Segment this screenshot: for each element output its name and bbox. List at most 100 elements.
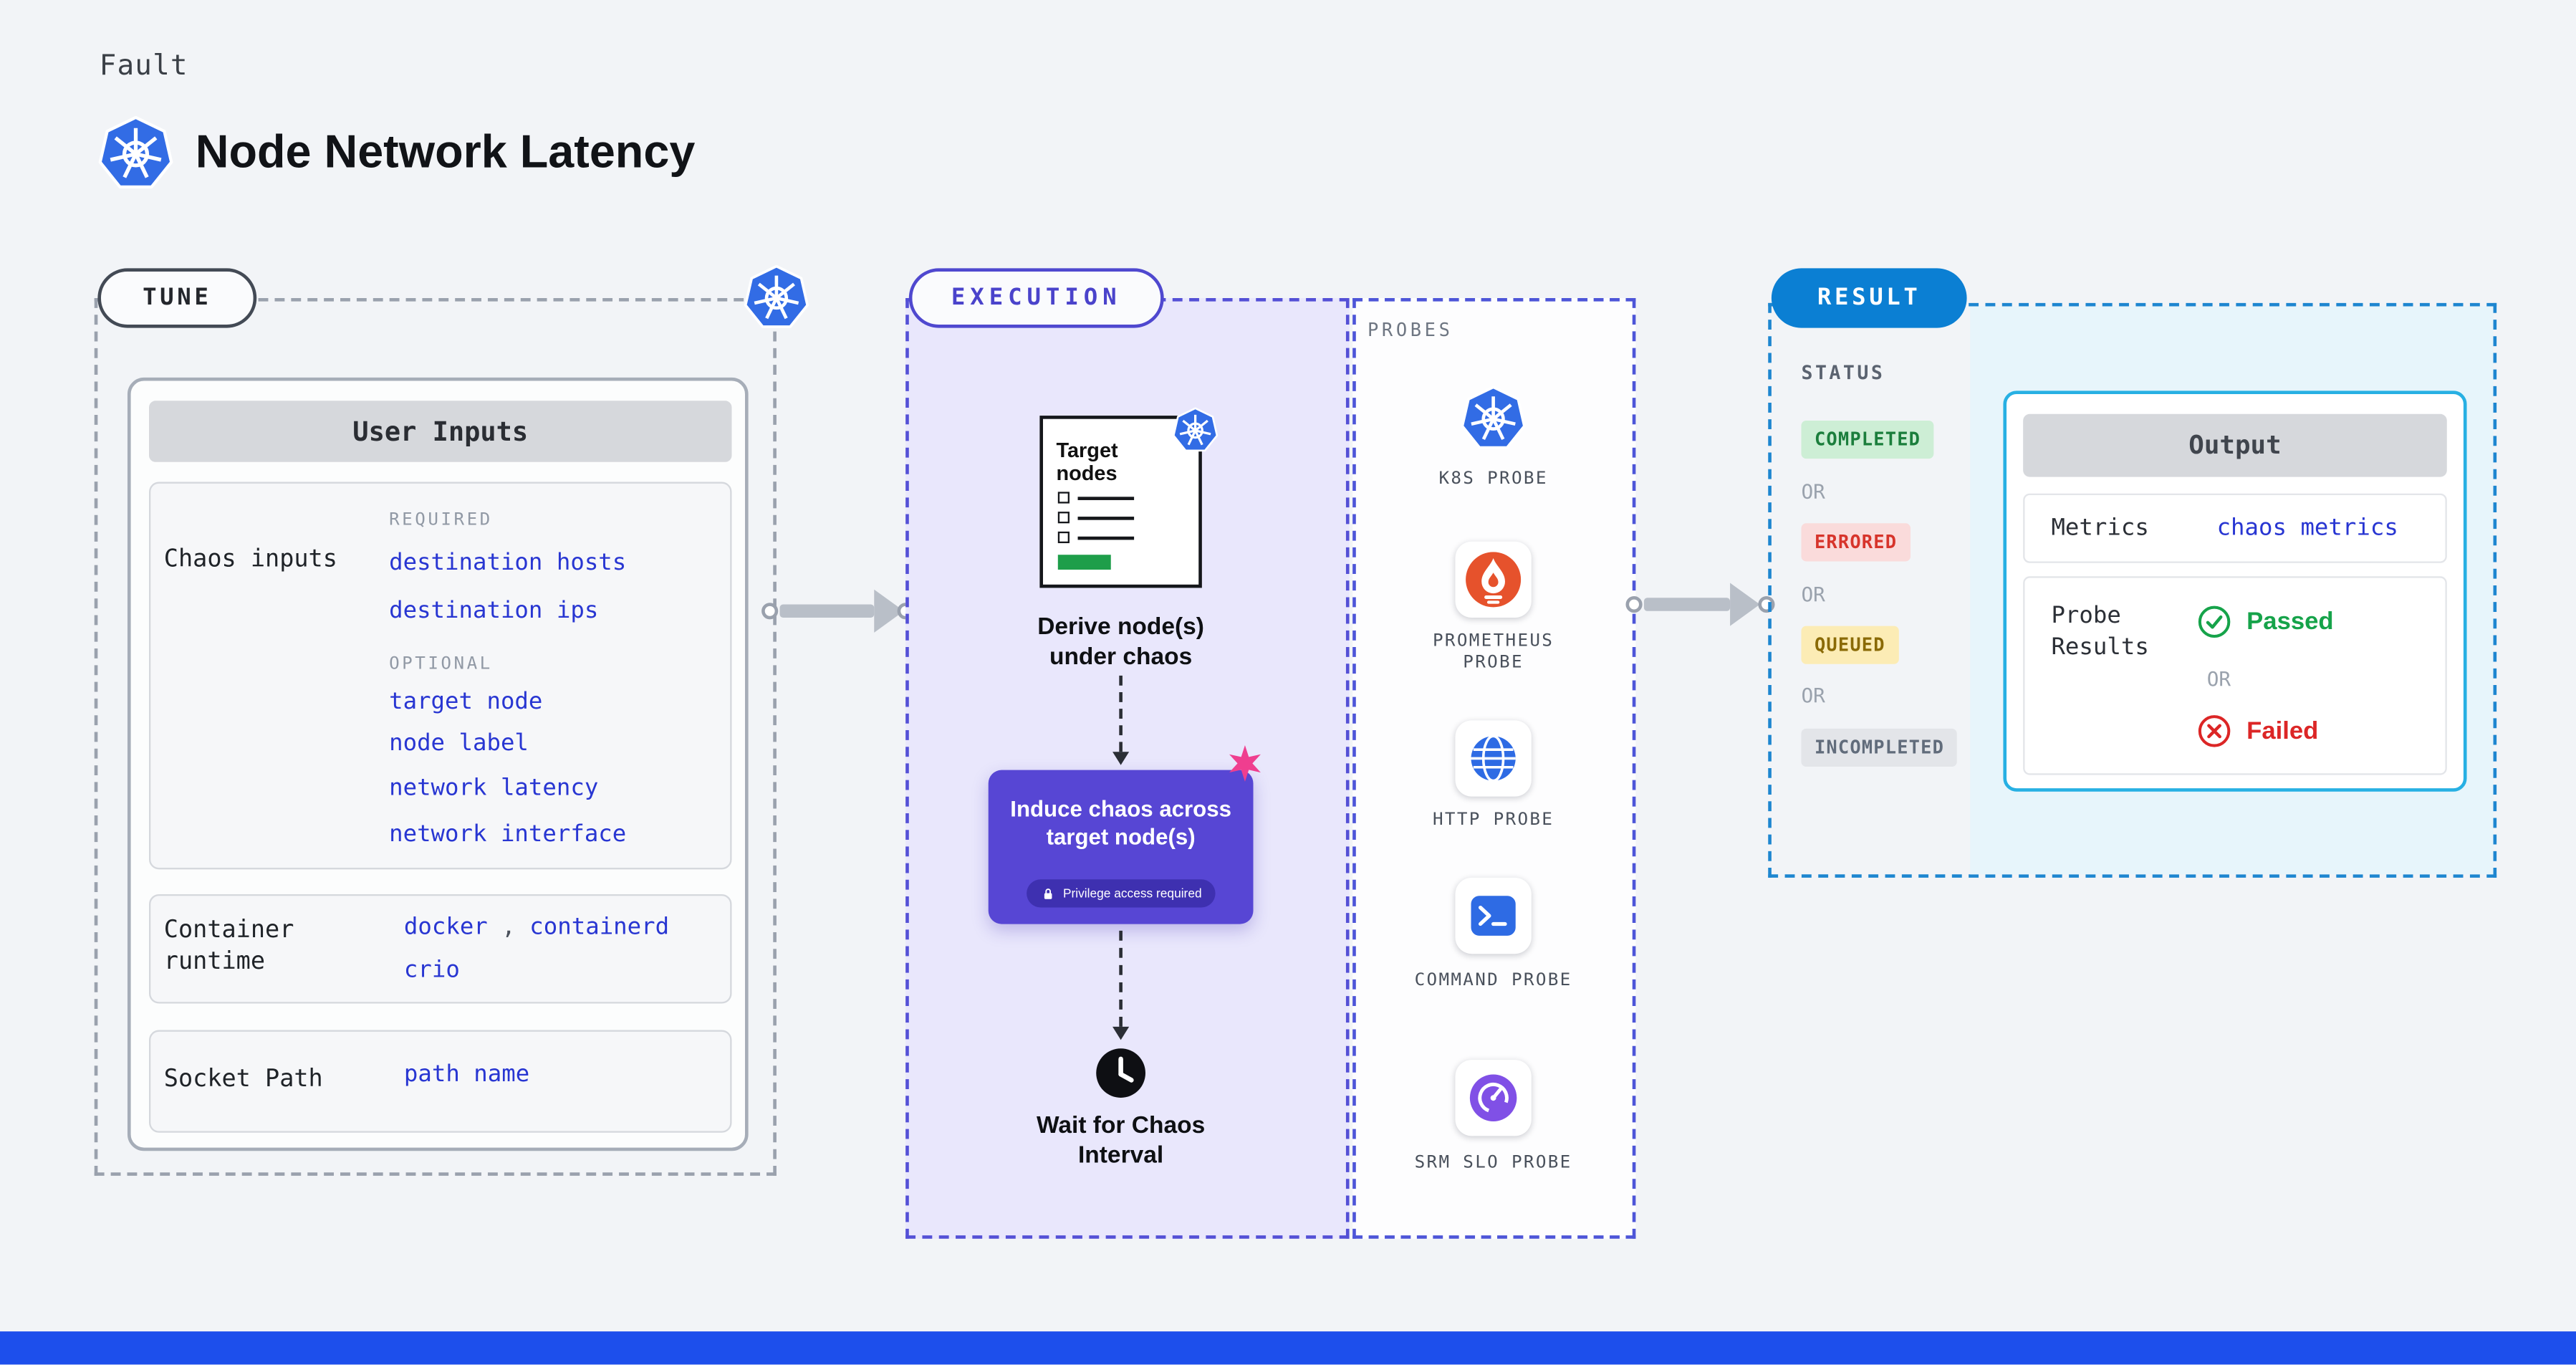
gauge-icon: [1465, 1070, 1522, 1126]
input-value: destination ips: [389, 598, 599, 625]
induce-chaos-label: Induce chaos across target node(s): [1010, 796, 1231, 850]
input-value: node label: [389, 730, 529, 757]
runtime-value: crio: [403, 957, 460, 984]
terminal-icon: [1465, 888, 1522, 944]
probe-tile: [1455, 541, 1532, 618]
metrics-row: Metrics chaos metrics: [2023, 493, 2447, 563]
probes-header: PROBES: [1367, 320, 1453, 342]
optional-tag: OPTIONAL: [389, 653, 493, 674]
line-glyph: [1077, 497, 1135, 500]
or-label: OR: [1801, 583, 1825, 606]
bottom-bar: [0, 1331, 2576, 1365]
failed-line: Failed: [2197, 714, 2319, 749]
kubernetes-icon: [1172, 408, 1219, 454]
probe-label-command: COMMAND PROBE: [1414, 970, 1572, 991]
checkbox-glyph: [1057, 531, 1070, 544]
target-nodes-illustration: Target nodes: [1039, 416, 1202, 588]
failed-label: Failed: [2246, 717, 2319, 745]
tune-pill: TUNE: [97, 268, 257, 328]
kubernetes-icon: [744, 265, 809, 331]
dotted-connector: [1119, 930, 1123, 1027]
chaos-inputs-section: Chaos inputs REQUIRED destination hosts …: [148, 482, 732, 870]
tune-panel: [94, 297, 777, 1176]
connector-dot: [1625, 595, 1643, 613]
result-panel: [1768, 302, 2497, 878]
probe-tile: [1455, 1060, 1532, 1136]
output-card: Output Metrics chaos metrics Probe Resul…: [2003, 391, 2467, 792]
probe-label-k8s: K8S PROBE: [1438, 469, 1548, 489]
arrow-shaft: [1643, 598, 1731, 611]
passed-line: Passed: [2197, 605, 2334, 640]
dotted-connector: [1119, 675, 1123, 752]
probe-tile: [1455, 720, 1532, 797]
container-runtime-section: Container runtime docker , containerd cr…: [148, 894, 732, 1004]
user-inputs-header: User Inputs: [148, 401, 732, 462]
checkbox-glyph: [1057, 492, 1070, 504]
probe-label-srm-slo: SRM SLO PROBE: [1414, 1152, 1572, 1173]
lock-icon: [1040, 885, 1057, 901]
check-circle-icon: [2197, 605, 2232, 640]
user-inputs-card: User Inputs Chaos inputs REQUIRED destin…: [127, 377, 749, 1151]
status-badge-queued: QUEUED: [1801, 626, 1899, 664]
wait-interval-label: Wait for Chaos Interval: [1037, 1113, 1206, 1169]
output-header: Output: [2023, 413, 2447, 477]
progress-bar: [1057, 555, 1111, 570]
dotted-arrow-head: [1112, 752, 1130, 765]
privilege-badge: Privilege access required: [1027, 879, 1216, 908]
checkbox-glyph: [1057, 512, 1070, 524]
probe-tile: [1455, 877, 1532, 954]
metrics-value: chaos metrics: [2216, 514, 2398, 542]
line-glyph: [1077, 517, 1135, 520]
input-value: network interface: [389, 821, 627, 848]
status-badge-incompleted: INCOMPLETED: [1801, 728, 1958, 767]
socket-path-label: Socket Path: [163, 1066, 323, 1093]
probe-label-prometheus: PROMETHEUS PROBE: [1433, 631, 1554, 673]
x-circle-icon: [2197, 714, 2232, 749]
kubernetes-icon: [97, 116, 173, 192]
passed-label: Passed: [2246, 608, 2334, 636]
target-nodes-title: Target nodes: [1056, 439, 1118, 486]
chaos-inputs-label: Chaos inputs: [163, 546, 337, 573]
connector-dot: [761, 603, 779, 620]
status-badge-completed: COMPLETED: [1801, 421, 1934, 459]
or-label: OR: [1801, 480, 1825, 504]
execution-pill-label: EXECUTION: [951, 284, 1122, 312]
or-label: OR: [1801, 684, 1825, 707]
user-inputs-header-label: User Inputs: [352, 416, 529, 447]
fault-eyebrow: Fault: [99, 49, 188, 83]
input-value: target node: [389, 689, 543, 716]
container-runtime-label: Container runtime: [163, 917, 294, 976]
metrics-label: Metrics: [2051, 514, 2149, 542]
dotted-arrow-head: [1112, 1026, 1130, 1040]
privilege-badge-label: Privilege access required: [1062, 886, 1202, 901]
socket-path-section: Socket Path path name: [148, 1030, 732, 1133]
result-pill: RESULT: [1771, 268, 1967, 328]
tune-pill-label: TUNE: [143, 284, 212, 312]
input-value: network latency: [389, 775, 599, 802]
runtime-value: docker: [403, 914, 488, 941]
probe-results-label: Probe Results: [2051, 603, 2149, 661]
probe-label-http: HTTP PROBE: [1433, 810, 1554, 830]
arrow-head: [1730, 583, 1760, 626]
input-value: destination hosts: [389, 550, 627, 577]
clock-icon: [1092, 1045, 1149, 1101]
globe-icon: [1465, 730, 1522, 787]
probe-results-row: Probe Results Passed OR Failed: [2023, 576, 2447, 775]
kubernetes-icon: [1460, 385, 1526, 451]
chaos-burst-icon: [1225, 744, 1264, 783]
page-title: Node Network Latency: [195, 125, 696, 178]
socket-path-value: path name: [403, 1061, 530, 1088]
or-label: OR: [2206, 667, 2231, 691]
line-glyph: [1077, 536, 1135, 540]
runtime-value: containerd: [529, 914, 670, 941]
arrow-shaft: [779, 604, 875, 618]
status-header: STATUS: [1801, 360, 1885, 385]
result-pill-label: RESULT: [1817, 284, 1921, 312]
prometheus-icon: [1460, 547, 1526, 613]
runtime-values-line1: docker , containerd: [404, 914, 669, 941]
status-badge-errored: ERRORED: [1801, 523, 1911, 562]
output-header-label: Output: [2188, 430, 2282, 461]
runtime-separator: ,: [501, 914, 516, 941]
induce-chaos-box: Induce chaos across target node(s) Privi…: [988, 770, 1254, 924]
